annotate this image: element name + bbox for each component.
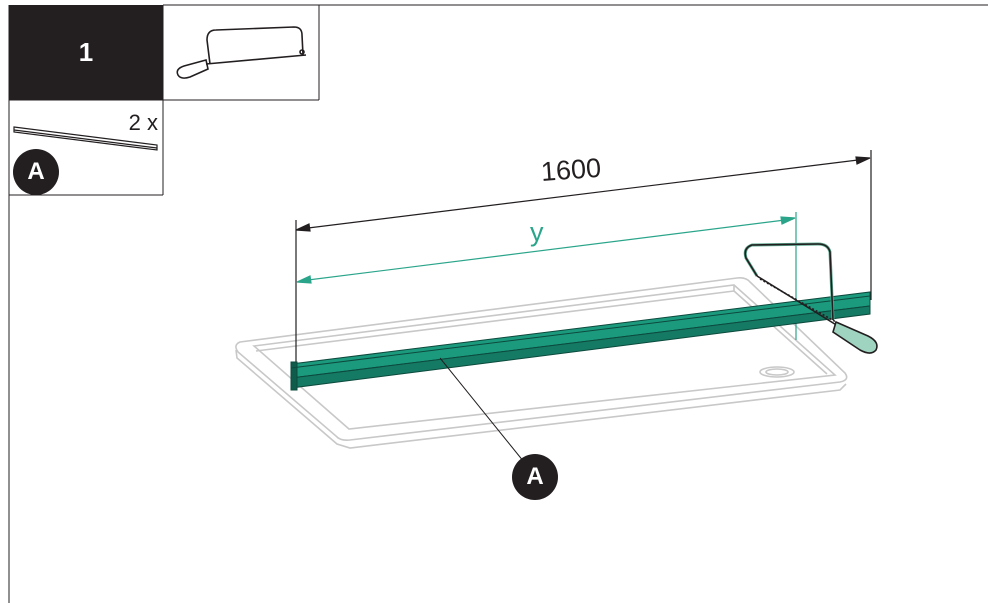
dimension-y-label: y xyxy=(530,217,544,247)
hacksaw-cutting-icon xyxy=(743,242,878,354)
step-number: 1 xyxy=(9,5,163,100)
part-quantity: 2 x xyxy=(128,110,158,135)
shower-tray xyxy=(235,277,848,449)
profile-a xyxy=(290,291,871,391)
instruction-frame xyxy=(8,4,988,603)
profile-rail-icon xyxy=(13,126,158,151)
hacksaw-icon xyxy=(176,26,307,79)
callout-leader xyxy=(439,357,525,463)
dimension-total xyxy=(295,150,872,370)
dimension-total-label: 1600 xyxy=(540,152,603,187)
part-label-badge: A xyxy=(13,149,59,195)
callout-badge: A xyxy=(512,454,558,500)
